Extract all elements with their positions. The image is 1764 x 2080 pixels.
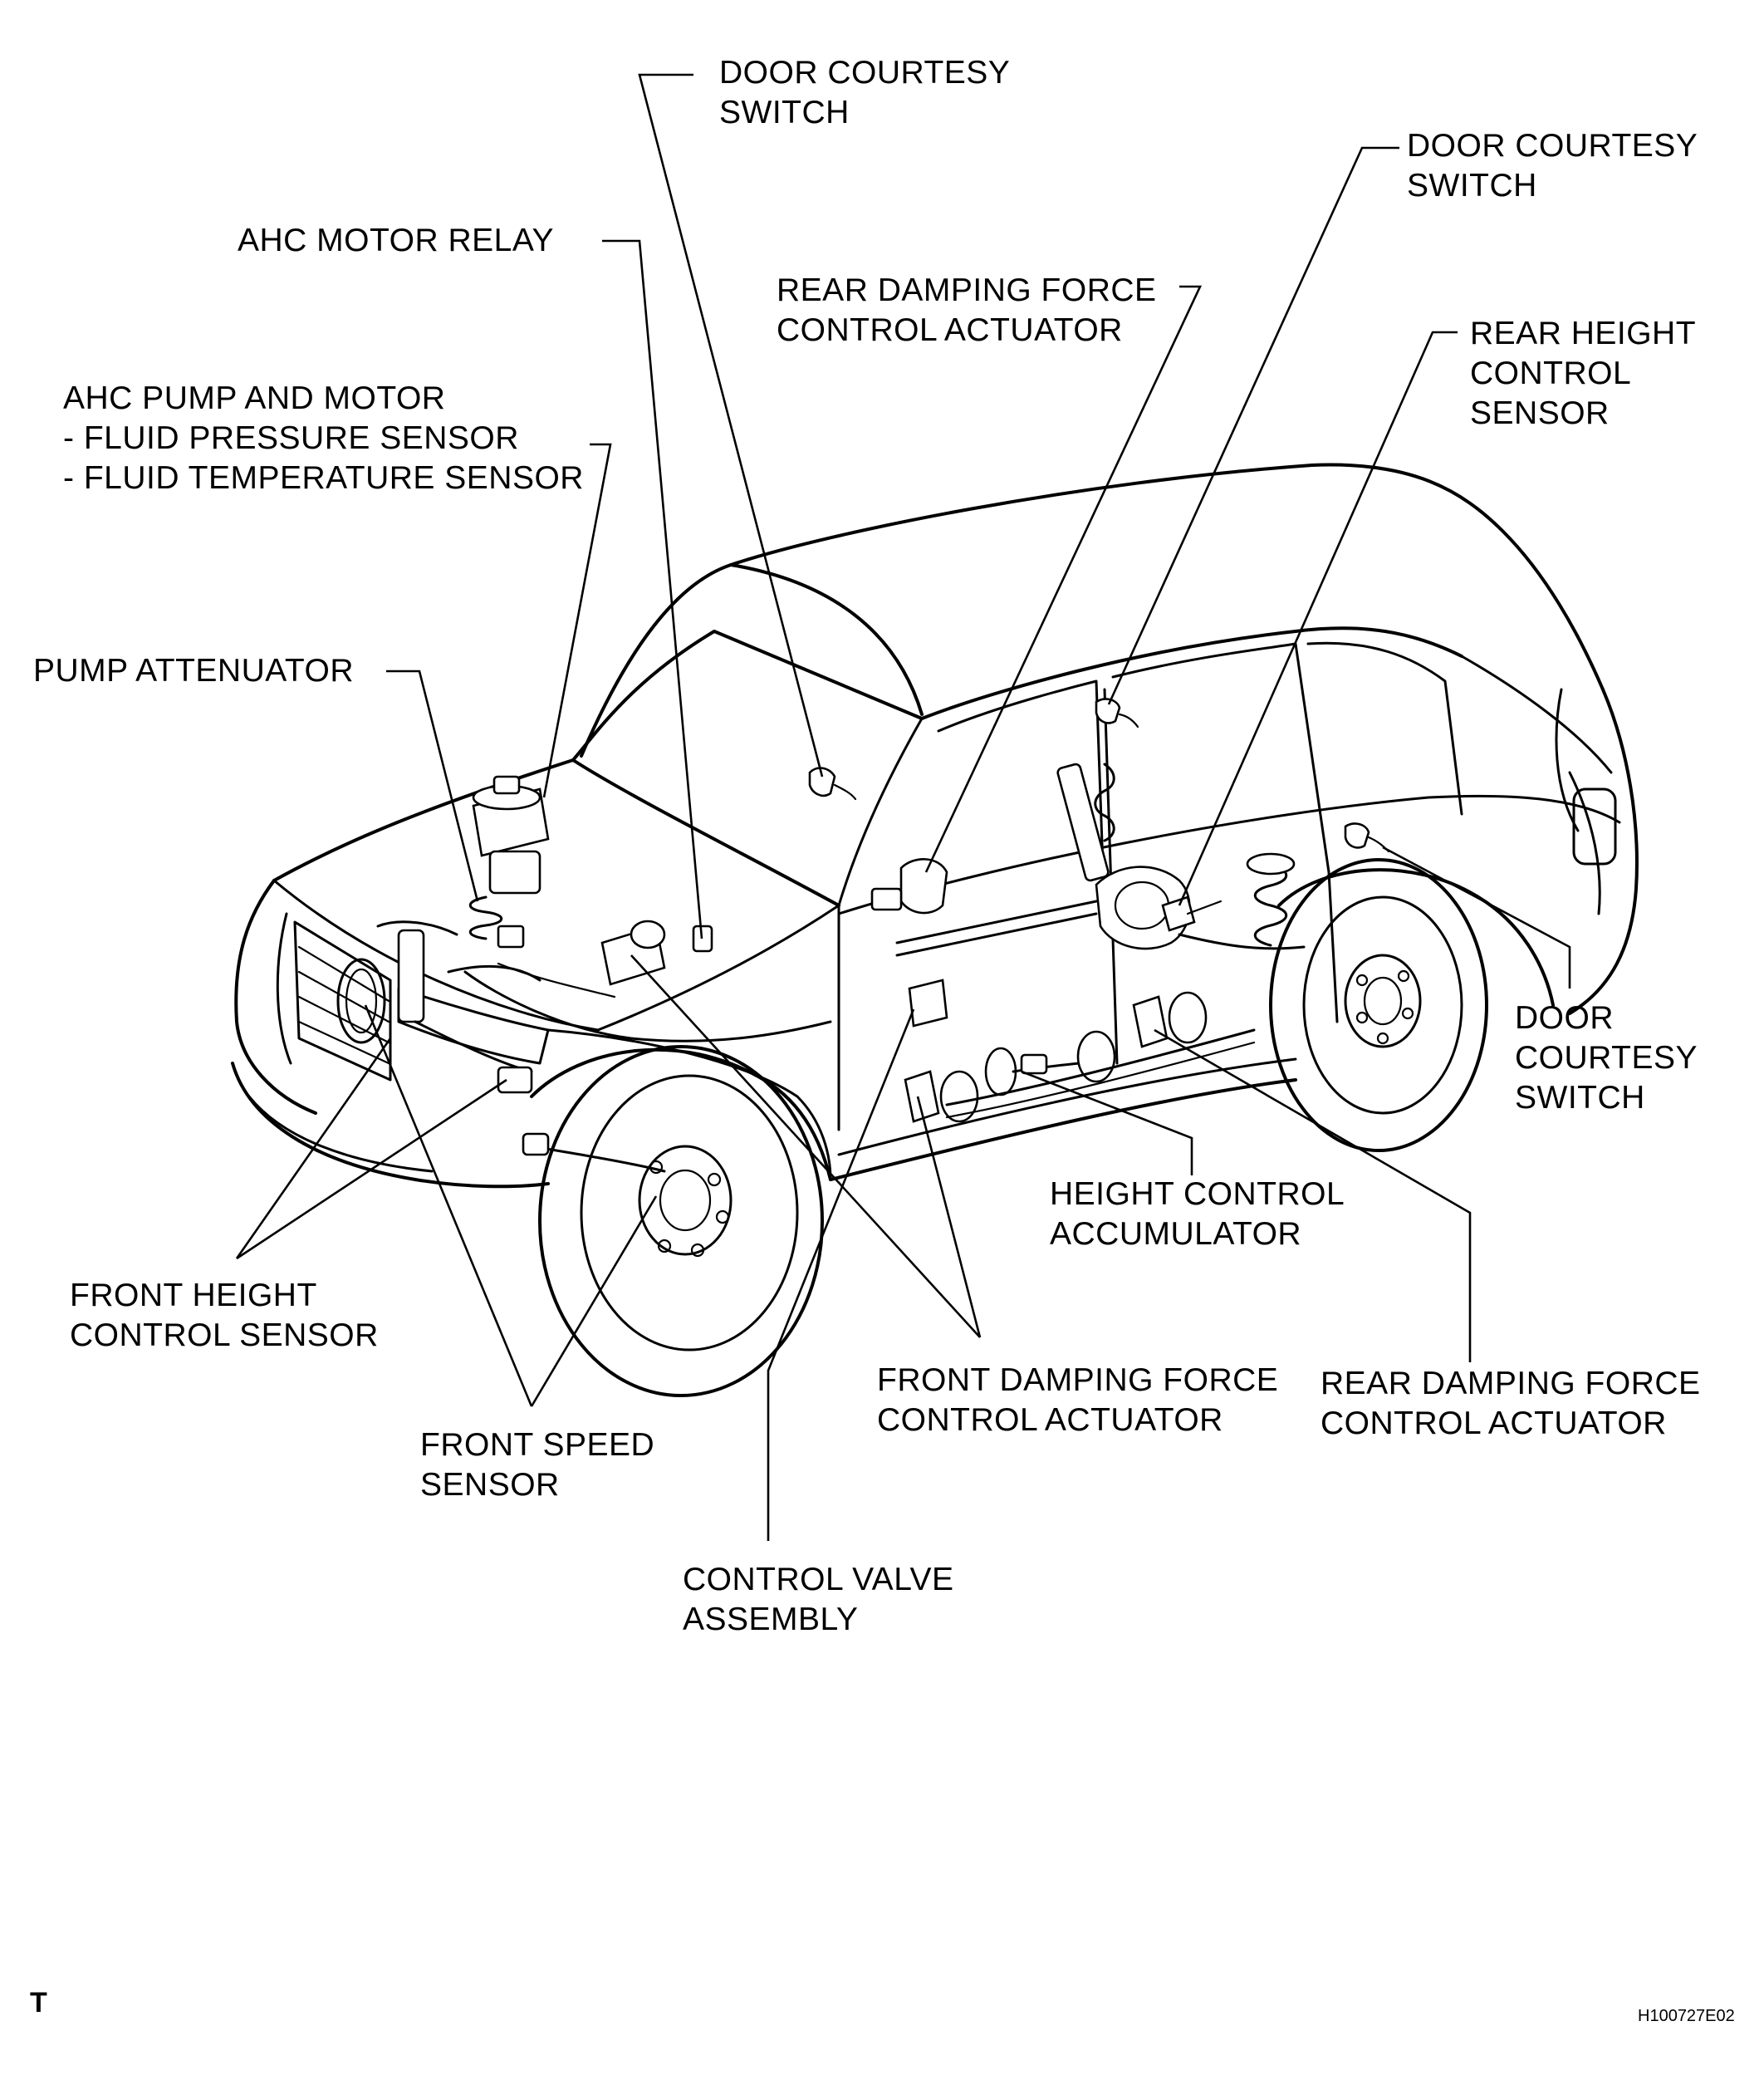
label-door-courtesy-switch-right-top: DOOR COURTESY SWITCH xyxy=(1407,128,1698,204)
label-door-courtesy-switch-right-mid: DOOR COURTESY SWITCH xyxy=(1515,1000,1698,1116)
label-rear-damping-force-top: REAR DAMPING FORCE CONTROL ACTUATOR xyxy=(777,272,1157,348)
label-door-courtesy-switch-top: DOOR COURTESY SWITCH xyxy=(719,55,1011,130)
engine-bay-components xyxy=(336,775,832,1173)
label-rear-height-control-sensor: REAR HEIGHT CONTROL SENSOR xyxy=(1470,316,1697,431)
label-ahc-motor-relay: AHC MOTOR RELAY xyxy=(238,223,554,258)
label-pump-attenuator: PUMP ATTENUATOR xyxy=(33,653,354,689)
label-ahc-pump-and-motor: AHC PUMP AND MOTOR - FLUID PRESSURE SENS… xyxy=(63,380,584,496)
label-front-damping-force-actuator: FRONT DAMPING FORCE CONTROL ACTUATOR xyxy=(877,1362,1279,1438)
label-front-speed-sensor: FRONT SPEED SENSOR xyxy=(420,1427,655,1503)
label-front-height-control-sensor: FRONT HEIGHT CONTROL SENSOR xyxy=(70,1278,379,1353)
underbody-components xyxy=(904,979,1256,1123)
corner-mark: T xyxy=(30,1987,47,2019)
label-height-control-accumulator: HEIGHT CONTROL ACCUMULATOR xyxy=(1050,1176,1345,1252)
leader-lines xyxy=(235,73,1571,1541)
figure-code: H100727E02 xyxy=(1638,2007,1735,2025)
rear-wheel xyxy=(1269,858,1555,1152)
cabin-components xyxy=(808,698,1390,957)
front-wheel xyxy=(530,1045,832,1397)
vehicle-body xyxy=(231,463,1639,1189)
label-control-valve-assembly: CONTROL VALVE ASSEMBLY xyxy=(683,1562,954,1637)
label-rear-damping-force-bottom: REAR DAMPING FORCE CONTROL ACTUATOR xyxy=(1321,1366,1701,1441)
